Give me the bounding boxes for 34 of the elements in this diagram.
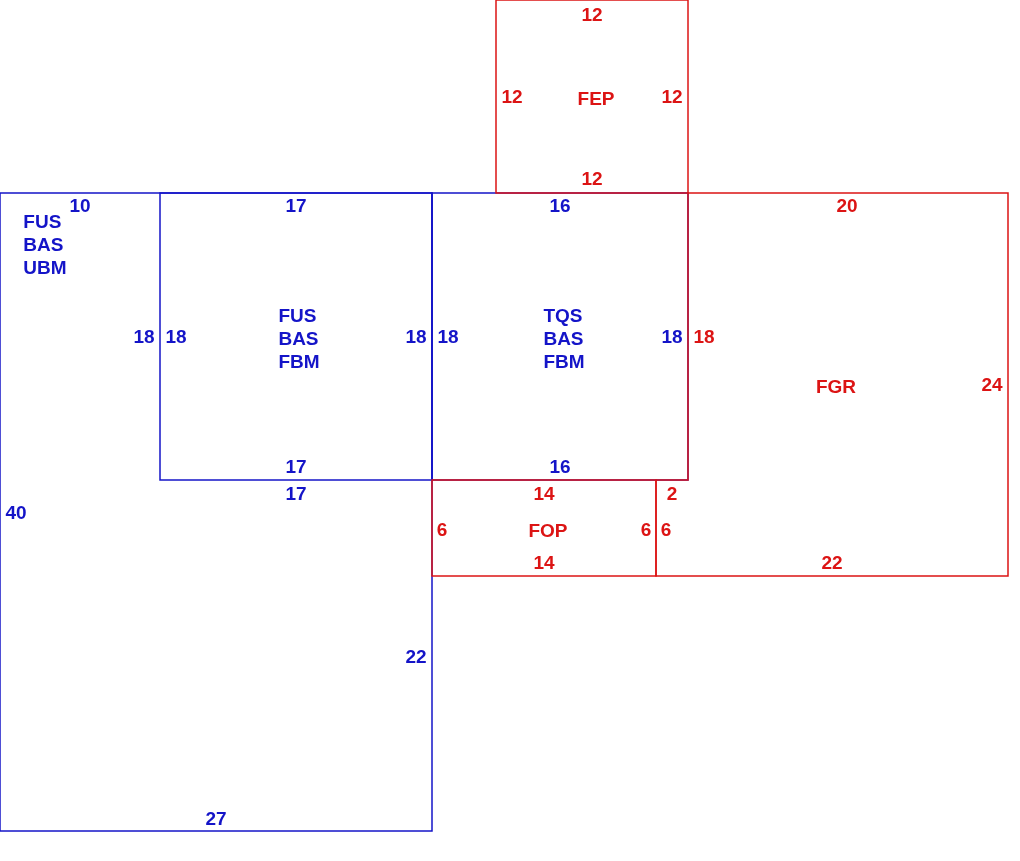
dimension-label: 22 (405, 645, 427, 667)
dimension-label: 17 (285, 194, 307, 216)
dimension-label: 18 (405, 325, 427, 347)
dimension-label: 6 (640, 518, 652, 540)
dimension-label: 12 (661, 85, 683, 107)
dimension-label: 18 (437, 325, 459, 347)
dimension-label: 24 (981, 373, 1003, 395)
room-code: FEP (577, 86, 615, 110)
dimension-label: 18 (133, 325, 155, 347)
room-code: FUS BAS FBM (278, 303, 320, 373)
room-code: FUS BAS UBM (23, 209, 67, 279)
dimension-label: 16 (549, 194, 571, 216)
room-code: FGR (815, 374, 857, 398)
dimension-label: 40 (5, 501, 27, 523)
dimension-label: 18 (661, 325, 683, 347)
dimension-label: 16 (549, 455, 571, 477)
room-code: FOP (528, 518, 568, 542)
dimension-label: 18 (165, 325, 187, 347)
dimension-label: 10 (69, 194, 91, 216)
dimension-label: 20 (836, 194, 858, 216)
dimension-label: 12 (581, 167, 603, 189)
dimension-label: 22 (821, 551, 843, 573)
dimension-label: 6 (660, 518, 672, 540)
dimension-label: 12 (581, 3, 603, 25)
dimension-label: 14 (533, 482, 555, 504)
dimension-label: 18 (693, 325, 715, 347)
dimension-label: 12 (501, 85, 523, 107)
dimension-label: 14 (533, 551, 555, 573)
room-code: TQS BAS FBM (543, 303, 585, 373)
dimension-label: 6 (436, 518, 448, 540)
dimension-label: 17 (285, 482, 307, 504)
dimension-label: 17 (285, 455, 307, 477)
dimension-label: 27 (205, 807, 227, 829)
dimension-label: 2 (666, 482, 678, 504)
